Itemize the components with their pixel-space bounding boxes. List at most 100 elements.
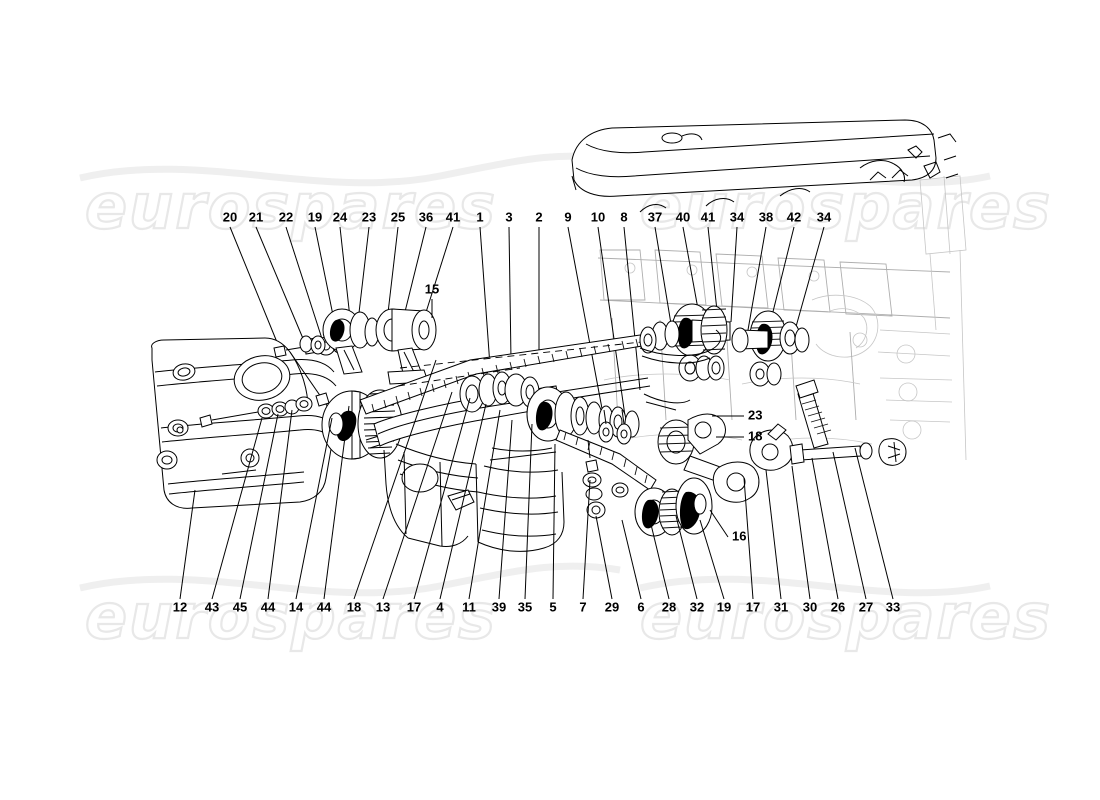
callout-leader	[707, 226, 719, 321]
callout-leader	[699, 519, 725, 600]
callout-leader	[747, 226, 767, 331]
callout-number[interactable]: 23	[362, 209, 376, 224]
callout-number[interactable]: 19	[308, 209, 322, 224]
upper-belt-run	[639, 329, 722, 411]
callout-number[interactable]: 21	[249, 209, 263, 224]
callout-leader	[285, 226, 325, 346]
callout-number[interactable]: 22	[279, 209, 293, 224]
camshaft-gear-pair-1	[639, 303, 731, 382]
callout-leader	[854, 447, 894, 600]
callout-number[interactable]: 18	[347, 599, 361, 614]
callout-number[interactable]: 26	[831, 599, 845, 614]
valve-cover	[571, 119, 959, 213]
callout-number[interactable]: 8	[620, 209, 627, 224]
callout-number[interactable]: 32	[690, 599, 704, 614]
washer-cluster	[598, 409, 632, 445]
callout-number[interactable]: 34	[730, 209, 745, 224]
callout-leader	[211, 417, 263, 600]
watermark-text: eurospares	[85, 170, 497, 243]
callout-leader	[353, 359, 437, 600]
callout-number[interactable]: 12	[173, 599, 187, 614]
callout-leaders-bottom	[179, 359, 894, 600]
callout-leader	[339, 226, 351, 319]
callout-number[interactable]: 15	[425, 281, 439, 296]
bearing-stack-mid	[459, 371, 540, 413]
callout-leader	[239, 413, 279, 600]
callout-leader	[468, 409, 501, 600]
callout-number[interactable]: 44	[261, 599, 276, 614]
callout-number[interactable]: 17	[746, 599, 760, 614]
callout-number[interactable]: 10	[591, 209, 605, 224]
callout-leader	[621, 519, 642, 600]
callout-number[interactable]: 44	[317, 599, 332, 614]
callout-leader	[498, 419, 513, 600]
callout-leader	[811, 457, 839, 600]
callout-number[interactable]: 28	[662, 599, 676, 614]
callout-leader	[791, 465, 811, 600]
callout-leader	[255, 226, 308, 349]
camshaft-gear-pair-2	[731, 310, 810, 387]
callout-number[interactable]: 7	[579, 599, 586, 614]
callout-number[interactable]: 36	[419, 209, 433, 224]
callout-number[interactable]: 9	[564, 209, 571, 224]
callout-leader	[552, 443, 556, 600]
callout-labels-bottom: 12 43 45 44 14 44 18 13 17 4 11 39 35 5 7 29 6 28 32 19 17 31…	[173, 599, 900, 614]
tensioner-arm	[657, 379, 832, 503]
callout-number[interactable]: 41	[701, 209, 715, 224]
callout-number[interactable]: 43	[205, 599, 219, 614]
callout-number[interactable]: 42	[787, 209, 801, 224]
callout-number[interactable]: 41	[446, 209, 460, 224]
center-axis-dashed	[399, 339, 661, 369]
callout-number[interactable]: 2	[535, 209, 542, 224]
callout-number[interactable]: 3	[505, 209, 512, 224]
callout-number[interactable]: 19	[717, 599, 731, 614]
callout-number[interactable]: 16	[732, 528, 746, 543]
callout-number[interactable]: 39	[492, 599, 506, 614]
callout-leader	[765, 469, 782, 600]
callout-number[interactable]: 35	[518, 599, 532, 614]
callout-number[interactable]: 11	[462, 599, 476, 614]
callout-number[interactable]: 30	[803, 599, 817, 614]
callout-leader	[229, 226, 282, 353]
fastener-stack-left	[299, 335, 326, 355]
callout-number[interactable]: 6	[637, 599, 644, 614]
timing-cover	[151, 337, 337, 509]
callout-leader	[179, 489, 196, 600]
callout-number[interactable]: 27	[859, 599, 873, 614]
callout-number[interactable]: 40	[676, 209, 690, 224]
callout-leader	[743, 477, 754, 600]
callout-leader	[595, 515, 613, 600]
callout-leader	[832, 451, 867, 600]
callout-number[interactable]: 18	[748, 428, 762, 443]
callout-number[interactable]: 17	[407, 599, 421, 614]
callout-number[interactable]: 23	[748, 407, 762, 422]
callout-number[interactable]: 33	[886, 599, 900, 614]
callout-number[interactable]: 25	[391, 209, 405, 224]
callout-number[interactable]: 24	[333, 209, 348, 224]
callout-number[interactable]: 14	[289, 599, 304, 614]
watermark-layer: eurospares eurospares eurospares eurospa…	[79, 152, 1051, 654]
callout-leader	[267, 409, 293, 600]
callout-number[interactable]: 31	[774, 599, 788, 614]
callout-leader	[597, 226, 628, 431]
long-bolt	[789, 438, 907, 466]
callout-leader	[730, 226, 738, 323]
callout-number[interactable]: 29	[605, 599, 619, 614]
callout-leader	[524, 423, 533, 600]
callout-number[interactable]: 13	[376, 599, 390, 614]
callout-leader	[567, 226, 607, 431]
callout-leader	[382, 391, 453, 600]
callout-number[interactable]: 38	[759, 209, 773, 224]
callout-leader	[479, 226, 491, 367]
callout-labels-inner: 15 23 18 16	[425, 281, 763, 543]
callout-number[interactable]: 1	[476, 209, 483, 224]
callout-number[interactable]: 5	[549, 599, 556, 614]
callout-leader	[323, 405, 350, 600]
callout-number[interactable]: 37	[648, 209, 662, 224]
callout-leader	[709, 509, 729, 538]
callout-number[interactable]: 20	[223, 209, 237, 224]
callout-number[interactable]: 4	[436, 599, 444, 614]
callout-number[interactable]: 34	[817, 209, 832, 224]
watermark-text: eurospares	[85, 580, 497, 653]
callout-number[interactable]: 45	[233, 599, 247, 614]
